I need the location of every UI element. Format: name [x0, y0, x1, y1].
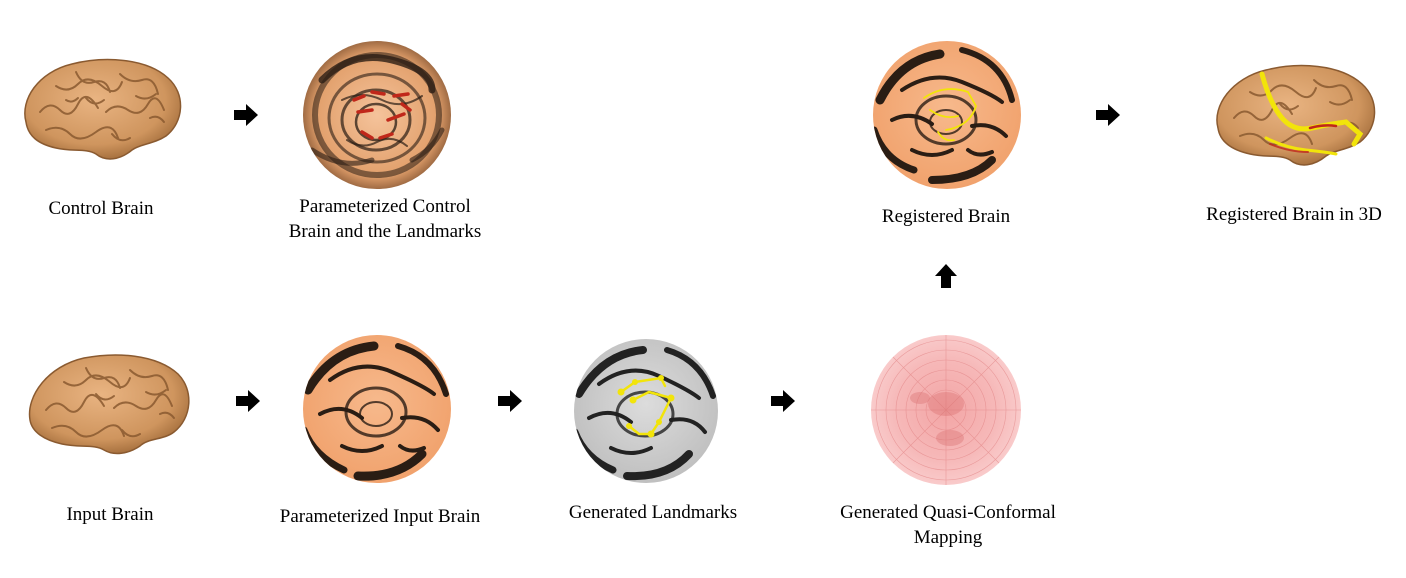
registered-brain-3d-image [1210, 58, 1382, 170]
parameterized-control-label: Parameterized Control Brain and the Land… [270, 194, 500, 244]
arrow-right-icon [498, 390, 522, 412]
arrow-right-icon [234, 104, 258, 126]
quasi-conformal-mapping-label-line1: Generated Quasi-Conformal [840, 502, 1056, 523]
generated-landmarks-sphere [573, 338, 719, 484]
registered-brain-sphere [872, 40, 1022, 190]
control-brain-image [16, 52, 188, 164]
quasi-conformal-mapping-label-line2: Mapping [913, 527, 983, 548]
arrow-right-icon [1096, 104, 1120, 126]
parameterized-control-label-line1: Parameterized Control [299, 196, 471, 217]
arrow-right-icon [236, 390, 260, 412]
parameterized-control-label-line2: Brain and the Landmarks [288, 221, 482, 242]
input-brain-image [24, 346, 196, 458]
arrow-up-icon [935, 264, 957, 288]
registered-brain-label: Registered Brain [881, 206, 1011, 227]
arrow-right-icon [771, 390, 795, 412]
parameterized-input-sphere [302, 334, 452, 484]
input-brain-label: Input Brain [66, 504, 154, 525]
parameterized-input-label: Parameterized Input Brain [279, 506, 481, 527]
generated-landmarks-label: Generated Landmarks [568, 502, 738, 523]
quasi-conformal-mapping-label: Generated Quasi-Conformal Mapping [826, 500, 1070, 550]
control-brain-label: Control Brain [48, 198, 154, 219]
quasi-conformal-mapping-sphere [870, 334, 1022, 486]
parameterized-control-sphere [302, 40, 452, 190]
registered-brain-3d-label: Registered Brain in 3D [1206, 204, 1382, 225]
